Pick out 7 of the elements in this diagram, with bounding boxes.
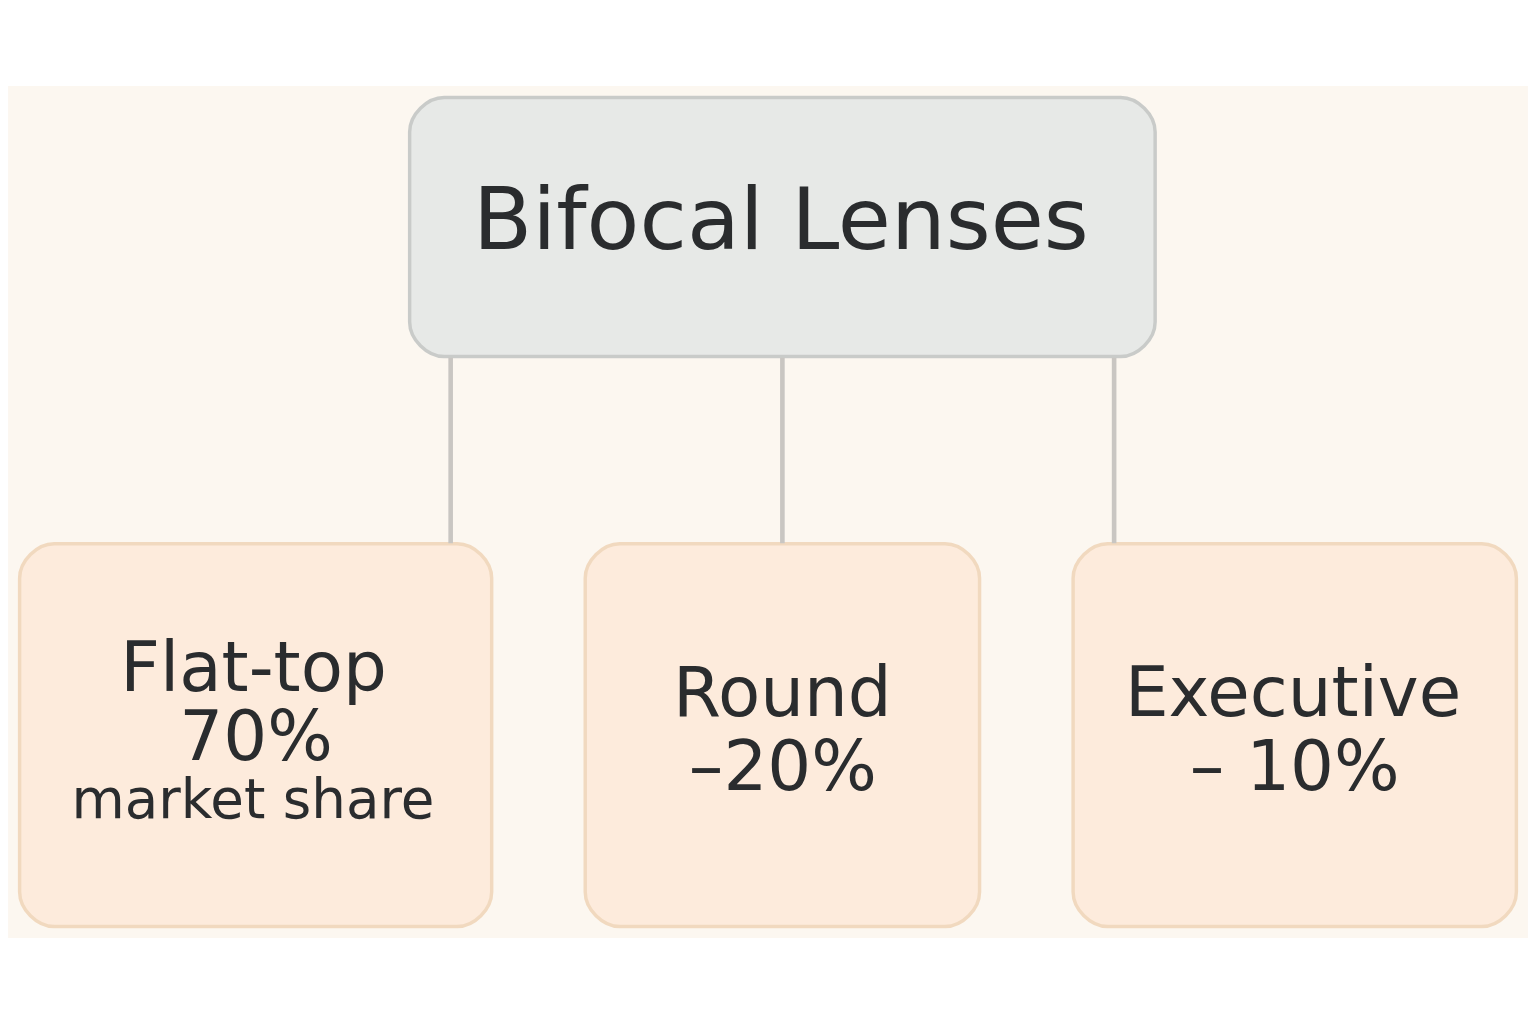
node-box: Round –20% (583, 541, 982, 929)
node-box: Bifocal Lenses (407, 95, 1157, 359)
node-box: Executive – 10% (1071, 541, 1519, 929)
connector (448, 357, 453, 544)
connector (780, 357, 785, 544)
node-box: Flat-top 70% market share (17, 541, 494, 929)
connector (1111, 357, 1117, 544)
